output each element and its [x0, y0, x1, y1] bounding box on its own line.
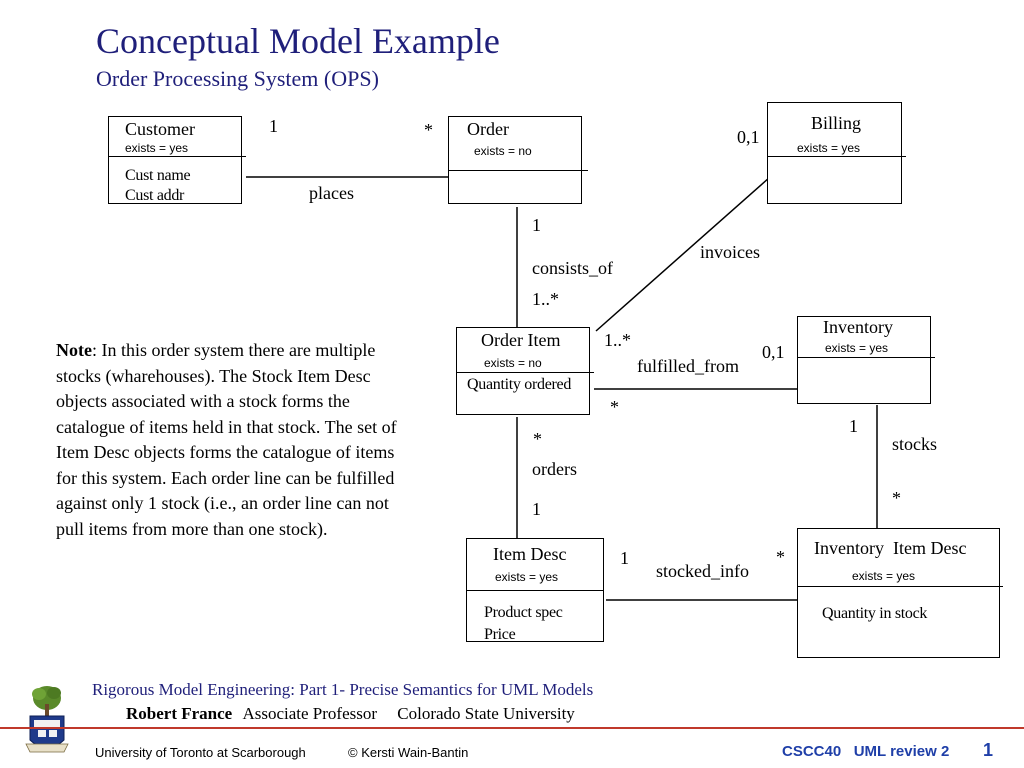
- stocks-mult-inventory: 1: [849, 416, 858, 436]
- invoices-label: invoices: [700, 242, 760, 262]
- invoices-line: [595, 176, 771, 332]
- item-desc-name: Item Desc: [493, 544, 567, 564]
- orders-label: orders: [532, 459, 577, 479]
- order-divider: [448, 170, 588, 171]
- footer-university: Colorado State University: [397, 704, 575, 723]
- order-item-attr-quantity: Quantity ordered: [467, 376, 572, 393]
- consists-of-mult-order: 1: [532, 215, 541, 235]
- customer-attr-addr: Cust addr: [125, 187, 185, 204]
- customer-divider: [108, 156, 246, 157]
- orders-mult-item-desc: 1: [532, 499, 541, 519]
- fulfilled-from-label: fulfilled_from: [637, 356, 739, 376]
- stocked-info-mult-inventory-item-desc: *: [776, 547, 785, 567]
- places-mult-order: *: [424, 120, 433, 140]
- fulfilled-from-mult-star: *: [610, 397, 619, 417]
- inventory-divider: [797, 357, 935, 358]
- inventory-item-desc-divider: [797, 586, 1003, 587]
- stocked-info-label: stocked_info: [656, 561, 749, 581]
- billing-divider: [767, 156, 906, 157]
- order-item-exists: exists = no: [484, 356, 542, 370]
- item-desc-exists: exists = yes: [495, 570, 559, 584]
- places-mult-customer: 1: [269, 116, 278, 136]
- footer-author: Robert France: [126, 704, 233, 723]
- fulfilled-from-mult-order-item: 1..*: [604, 330, 631, 350]
- stocks-label: stocks: [892, 434, 937, 454]
- page-title: Conceptual Model Example: [96, 21, 500, 61]
- customer-attr-name: Cust name: [125, 167, 191, 184]
- customer-name: Customer: [125, 119, 195, 139]
- places-label: places: [309, 183, 354, 203]
- inventory-item-desc-exists: exists = yes: [852, 569, 916, 583]
- inventory-exists: exists = yes: [825, 341, 889, 355]
- footer-author-line: Robert France Associate Professor Colora…: [126, 704, 575, 724]
- footer-course: CSCC40 UML review 2: [782, 743, 950, 760]
- fulfilled-from-mult-inventory: 0,1: [762, 342, 785, 362]
- note-heading: Note: [56, 340, 92, 360]
- stocks-mult-inventory-item-desc: *: [892, 488, 901, 508]
- customer-class[interactable]: Customer exists = yes Cust name Cust add…: [108, 116, 242, 204]
- footer-position: Associate Professor: [242, 704, 378, 723]
- stocked-info-mult-item-desc: 1: [620, 548, 629, 568]
- consists-of-mult-order-item: 1..*: [532, 289, 559, 309]
- university-crest-icon: [25, 686, 69, 753]
- footer-course-title: Rigorous Model Engineering: Part 1- Prec…: [92, 680, 594, 699]
- footer-divider: [0, 727, 1024, 729]
- orders-mult-order-item: *: [533, 429, 542, 449]
- order-name: Order: [467, 119, 509, 139]
- billing-exists: exists = yes: [797, 141, 861, 155]
- item-desc-attr-price: Price: [484, 626, 516, 643]
- page-number: 1: [983, 740, 994, 760]
- inventory-name: Inventory: [823, 317, 893, 337]
- footer-institution: University of Toronto at Scarborough: [95, 745, 306, 760]
- note-text: Note: In this order system there are mul…: [56, 338, 416, 542]
- order-class[interactable]: Order exists = no: [448, 116, 582, 204]
- order-item-divider: [456, 372, 594, 373]
- billing-name: Billing: [811, 113, 862, 133]
- item-desc-attr-product-spec: Product spec: [484, 604, 563, 621]
- note-body: : In this order system there are multipl…: [56, 340, 397, 539]
- order-item-class[interactable]: Order Item exists = no Quantity ordered: [456, 327, 590, 415]
- customer-exists: exists = yes: [125, 141, 189, 155]
- billing-class[interactable]: Billing exists = yes: [767, 102, 902, 204]
- order-exists: exists = no: [474, 144, 532, 158]
- consists-of-label: consists_of: [532, 258, 613, 278]
- inventory-item-desc-class[interactable]: Inventory Item Desc exists = yes Quantit…: [797, 528, 1000, 658]
- invoices-mult-billing: 0,1: [737, 127, 760, 147]
- inventory-item-desc-attr-quantity: Quantity in stock: [822, 605, 928, 622]
- item-desc-divider: [466, 590, 604, 591]
- order-item-name: Order Item: [481, 330, 561, 350]
- page-subtitle: Order Processing System (OPS): [96, 66, 379, 91]
- inventory-item-desc-name: Inventory Item Desc: [814, 538, 967, 558]
- footer-copyright: © Kersti Wain-Bantin: [348, 745, 469, 760]
- inventory-class[interactable]: Inventory exists = yes: [797, 316, 931, 404]
